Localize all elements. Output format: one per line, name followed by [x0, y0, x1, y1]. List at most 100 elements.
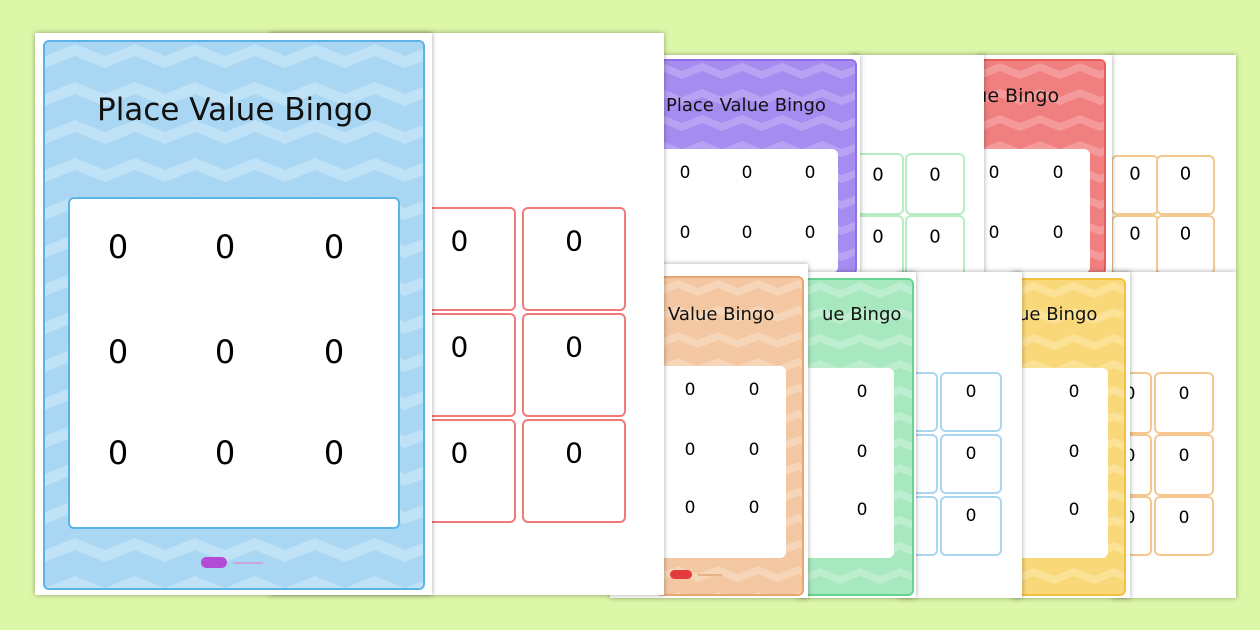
card-digit: 0 [565, 330, 583, 364]
green-board-sheet: ue Bingo 0 0 0 [798, 272, 916, 598]
grid-digit: 0 [856, 382, 868, 402]
number-grid: 0 0 0 0 [980, 149, 1090, 273]
bingo-card: 0 [1111, 215, 1159, 273]
grid-digit: 0 [107, 333, 129, 371]
bingo-board-green: ue Bingo 0 0 0 [798, 278, 914, 596]
bingo-card: 0 [905, 153, 965, 215]
board-title: Value Bingo [668, 304, 775, 325]
card-digit: 0 [1129, 223, 1141, 245]
bingo-card: 0 [522, 313, 626, 417]
bingo-card: 0 [905, 215, 965, 273]
bingo-card: 0 [940, 372, 1002, 432]
grid-digit: 0 [323, 228, 345, 266]
bingo-card: 0 [852, 153, 904, 215]
grid-digit: 0 [741, 163, 753, 183]
bingo-card: 0 [940, 496, 1002, 556]
grid-digit: 0 [214, 228, 236, 266]
orange-cards-sheet-top: 0 0 0 0 [1108, 55, 1236, 273]
grid-digit: 0 [684, 498, 696, 518]
card-digit: 0 [1179, 223, 1192, 245]
card-digit: 0 [965, 443, 977, 464]
card-digit: 0 [1124, 507, 1136, 528]
board-title: ue Bingo [822, 304, 902, 325]
grid-digit: 0 [804, 223, 816, 243]
grid-digit: 0 [1068, 442, 1080, 462]
board-title: Place Value Bingo [97, 92, 373, 128]
grid-digit: 0 [684, 440, 696, 460]
grid-digit: 0 [748, 440, 760, 460]
grid-digit: 0 [107, 434, 129, 472]
bingo-board-purple: Place Value Bingo 0 0 0 0 0 0 [640, 59, 857, 273]
board-title: ue Bingo [1018, 304, 1098, 325]
card-digit: 0 [450, 330, 469, 364]
grid-digit: 0 [741, 223, 753, 243]
card-digit: 0 [1124, 384, 1136, 405]
orange-cards-sheet-bottom: 0 0 0 0 0 0 [1112, 272, 1236, 598]
yellow-board-sheet: ue Bingo 0 0 0 [1012, 272, 1130, 598]
number-grid: 0 0 0 0 0 0 [658, 366, 786, 558]
card-digit: 0 [450, 436, 469, 470]
card-digit: 0 [1178, 446, 1190, 467]
bingo-board-blue: Place Value Bingo 0 0 0 0 0 0 0 0 0 [43, 40, 425, 590]
bingo-card: 0 [1154, 372, 1214, 434]
grid-digit: 0 [748, 380, 760, 400]
card-digit: 0 [565, 436, 583, 470]
grid-digit: 0 [988, 223, 1000, 243]
grid-digit: 0 [856, 500, 868, 520]
bingo-card: 0 [940, 434, 1002, 494]
grid-digit: 0 [679, 163, 691, 183]
bingo-card: 0 [1156, 215, 1215, 273]
grid-digit: 0 [684, 380, 696, 400]
card-digit: 0 [1124, 446, 1136, 467]
grid-digit: 0 [214, 434, 236, 472]
grid-digit: 0 [988, 163, 1000, 183]
grid-digit: 0 [214, 333, 236, 371]
bingo-card: 0 [522, 419, 626, 523]
bingo-card: 0 [1154, 434, 1214, 496]
bingo-board-orange: Value Bingo 0 0 0 0 0 0 [656, 276, 804, 596]
bingo-board-red: lue Bingo 0 0 0 0 [978, 59, 1106, 273]
bingo-card: 0 [418, 313, 516, 417]
blue-board-sheet: Place Value Bingo 0 0 0 0 0 0 0 0 0 [35, 33, 432, 595]
bingo-card: 0 [522, 207, 626, 311]
purple-board-sheet: Place Value Bingo 0 0 0 0 0 0 [640, 55, 860, 273]
card-digit: 0 [965, 505, 977, 526]
green-cards-sheet-top: 0 0 0 0 [850, 55, 984, 273]
bingo-card: 0 [1111, 155, 1159, 215]
bingo-card: 0 [1154, 496, 1214, 556]
grid-digit: 0 [323, 434, 345, 472]
grid-digit: 0 [679, 223, 691, 243]
grid-digit: 0 [1052, 163, 1064, 183]
bingo-card: 0 [1156, 155, 1215, 215]
card-digit: 0 [965, 381, 977, 402]
card-digit: 0 [1178, 507, 1190, 528]
bingo-card: 0 [852, 215, 904, 273]
card-digit: 0 [1178, 384, 1190, 405]
board-title: lue Bingo [978, 85, 1060, 107]
number-grid: 0 0 0 0 0 0 [642, 149, 838, 273]
grid-digit: 0 [856, 442, 868, 462]
brand-logo-icon [670, 570, 722, 579]
number-grid: 0 0 0 0 0 0 0 0 0 [68, 197, 400, 529]
grid-digit: 0 [748, 498, 760, 518]
bingo-card: 0 [418, 207, 516, 311]
card-digit: 0 [872, 226, 884, 248]
card-digit: 0 [1179, 163, 1192, 185]
card-digit: 0 [872, 164, 884, 186]
card-digit: 0 [450, 224, 469, 258]
number-grid: 0 0 0 [1014, 368, 1108, 558]
blue-cards-sheet: 0 0 0 [898, 272, 1022, 598]
grid-digit: 0 [804, 163, 816, 183]
red-board-sheet: lue Bingo 0 0 0 0 [978, 55, 1112, 273]
card-digit: 0 [929, 226, 941, 248]
bingo-card: 0 [418, 419, 516, 523]
grid-digit: 0 [1052, 223, 1064, 243]
number-grid: 0 0 0 [800, 368, 894, 558]
bingo-board-yellow: ue Bingo 0 0 0 [1012, 278, 1126, 596]
grid-digit: 0 [1068, 382, 1080, 402]
card-digit: 0 [929, 164, 941, 186]
brand-logo-icon [201, 557, 263, 568]
card-digit: 0 [565, 224, 583, 258]
grid-digit: 0 [1068, 500, 1080, 520]
board-title: Place Value Bingo [666, 95, 826, 116]
